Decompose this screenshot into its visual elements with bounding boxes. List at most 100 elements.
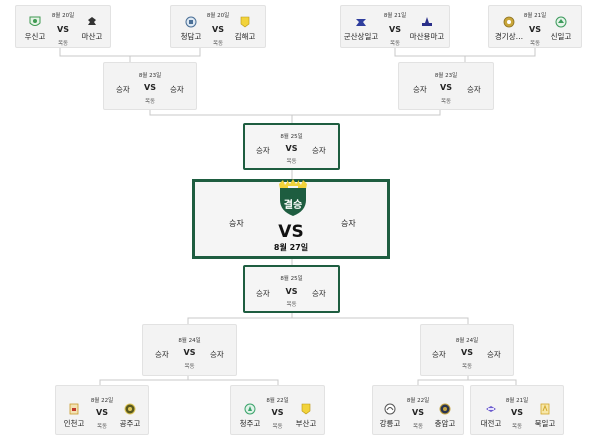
vs-label: VS <box>285 144 298 153</box>
venue-label: 목동 <box>440 99 452 105</box>
vs-label: VS <box>440 83 452 92</box>
team-left[interactable]: 군산상일고 <box>341 16 381 42</box>
winner-left: 승자 <box>432 350 446 359</box>
team-left[interactable]: 강릉고 <box>370 403 410 429</box>
venue-label: 목동 <box>272 424 283 430</box>
venue-label: 목동 <box>144 99 156 105</box>
vs-label: VS <box>511 408 523 417</box>
match-bottom-semifinal[interactable]: 8월 25일 VS 목동 승자 승자 <box>243 265 340 313</box>
school-emblem-icon <box>69 403 79 415</box>
venue-label: 목동 <box>184 364 195 370</box>
match-bottom-r1-4[interactable]: 8월 21일 VS 목동 대전고 북일고 <box>470 385 564 435</box>
team-name: 경기상… <box>494 32 524 41</box>
match-date: 8월 20일 <box>206 13 230 19</box>
winner-right: 승자 <box>210 350 224 359</box>
school-emblem-icon <box>240 16 250 28</box>
school-emblem-icon <box>356 19 366 26</box>
match-top-r2-1[interactable]: 8월 23일 VS 목동 승자 승자 <box>103 62 197 110</box>
venue-label: 목동 <box>96 424 108 430</box>
team-name: 마산고 <box>81 32 103 41</box>
match-bottom-r1-1[interactable]: 8월 22일 VS 목동 인천고 공주고 <box>55 385 149 435</box>
venue-label: 목동 <box>57 41 69 47</box>
venue-label: 목동 <box>286 159 297 165</box>
match-date: 8월 22일 <box>406 398 430 404</box>
school-emblem-icon <box>29 16 41 26</box>
match-date: 8월 23일 <box>138 73 162 79</box>
school-emblem-icon <box>486 406 496 412</box>
team-name: 충암고 <box>434 419 456 428</box>
team-left[interactable]: 청담고 <box>171 16 211 42</box>
winner-right: 승자 <box>170 85 184 94</box>
team-right[interactable]: 부산고 <box>286 403 326 429</box>
winner-left: 승자 <box>256 289 270 298</box>
team-left[interactable]: 우신고 <box>15 16 55 42</box>
match-date: 8월 21일 <box>523 13 547 19</box>
school-emblem-icon <box>124 403 136 415</box>
team-name: 강릉고 <box>379 419 401 428</box>
school-emblem-icon <box>185 16 197 28</box>
vs-label: VS <box>96 408 108 417</box>
vs-label: VS <box>285 287 298 296</box>
team-right[interactable]: 충암고 <box>425 403 465 429</box>
venue-label: 목동 <box>461 364 473 370</box>
match-date: 8월 21일 <box>383 13 407 19</box>
match-top-r1-2[interactable]: 8월 20일 VS 목동 청담고 김해고 <box>170 5 266 48</box>
team-right[interactable]: 북일고 <box>525 403 565 429</box>
school-emblem-icon <box>301 403 311 415</box>
winner-left: 승자 <box>229 219 244 228</box>
final-title: 결승 <box>283 200 303 211</box>
match-top-r1-3[interactable]: 8월 21일 VS 목동 군산상일고 마산용마고 <box>340 5 450 48</box>
team-right[interactable]: 김해고 <box>225 16 265 42</box>
match-top-r2-2[interactable]: 8월 23일 VS 목동 승자 승자 <box>398 62 494 110</box>
school-emblem-icon <box>384 403 396 415</box>
vs-label: VS <box>183 348 196 357</box>
match-bottom-r2-2[interactable]: 8월 24일 VS 목동 승자 승자 <box>420 324 514 376</box>
match-final[interactable]: 결승 승자 승자 VS 8월 27일 <box>192 179 390 259</box>
winner-right: 승자 <box>341 219 356 228</box>
winner-left: 승자 <box>116 85 130 94</box>
school-emblem-icon <box>244 403 256 415</box>
winner-left: 승자 <box>155 350 169 359</box>
venue-label: 목동 <box>212 41 224 47</box>
team-name: 부산고 <box>295 419 317 428</box>
school-emblem-icon <box>555 16 567 28</box>
winner-right: 승자 <box>312 146 326 155</box>
match-bottom-r1-2[interactable]: 8월 22일 VS 목동 청주고 부산고 <box>230 385 325 435</box>
match-bottom-r2-1[interactable]: 8월 24일 VS 목동 승자 승자 <box>142 324 237 376</box>
school-emblem-icon <box>503 16 515 28</box>
school-emblem-icon <box>540 403 550 415</box>
match-date: 8월 21일 <box>505 398 529 404</box>
team-left[interactable]: 청주고 <box>230 403 270 429</box>
team-left[interactable]: 경기상… <box>489 16 529 42</box>
team-left[interactable]: 인천고 <box>54 403 94 429</box>
match-date: 8월 23일 <box>434 73 458 79</box>
vs-label: VS <box>461 348 473 357</box>
team-name: 청담고 <box>180 32 202 41</box>
match-date: 8월 25일 <box>280 276 303 282</box>
team-name: 마산용마고 <box>409 32 445 41</box>
vs-label: VS <box>412 408 424 417</box>
winner-left: 승자 <box>413 85 427 94</box>
vs-label: VS <box>57 25 69 34</box>
team-right[interactable]: 마산용마고 <box>407 16 447 42</box>
team-left[interactable]: 대전고 <box>471 403 511 429</box>
team-name: 공주고 <box>119 419 141 428</box>
vs-label: VS <box>271 408 284 417</box>
team-name: 김해고 <box>234 32 256 41</box>
team-right[interactable]: 마산고 <box>72 16 112 42</box>
match-bottom-r1-3[interactable]: 8월 22일 VS 목동 강릉고 충암고 <box>372 385 464 435</box>
team-name: 인천고 <box>63 419 85 428</box>
team-right[interactable]: 공주고 <box>110 403 150 429</box>
vs-label: VS <box>389 25 401 34</box>
vs-label: VS <box>144 83 156 92</box>
match-top-r1-1[interactable]: 8월 20일 VS 목동 우신고 마산고 <box>15 5 111 48</box>
match-date: 8월 22일 <box>266 398 289 404</box>
venue-label: 목동 <box>529 41 541 47</box>
match-top-semifinal[interactable]: 8월 25일 VS 목동 승자 승자 <box>243 123 340 170</box>
team-name: 대전고 <box>480 419 502 428</box>
team-right[interactable]: 신일고 <box>541 16 581 42</box>
venue-label: 목동 <box>389 41 401 47</box>
match-top-r1-4[interactable]: 8월 21일 VS 목동 경기상… 신일고 <box>488 5 582 48</box>
team-name: 청주고 <box>239 419 261 428</box>
